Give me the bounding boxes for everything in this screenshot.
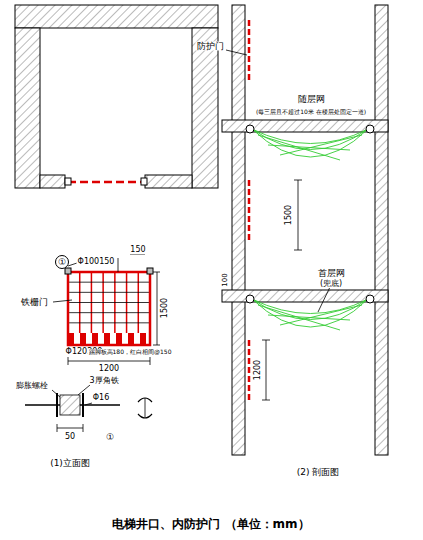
label: ① [105,433,115,442]
gate-bar [68,312,150,313]
caption: 电梯井口、内防护门 （单位：mm） [112,518,309,530]
label: Φ100150 [77,258,116,266]
iron-gate [65,268,153,345]
kickboard-stripe [116,333,122,345]
kickboard-stripe [134,333,140,345]
plan-view [15,5,218,188]
kickboard-stripe [110,333,116,345]
gate-bar [68,292,150,293]
label: Φ16 [92,394,110,402]
callout-number: ① [58,258,66,267]
dimension-label: 1500 [285,204,293,226]
plan-door [65,178,147,185]
label: 防护门 [196,42,225,51]
label: 膨胀螺栓 [15,382,49,390]
kickboard-stripe [80,333,86,345]
callout-circle: ① [55,255,69,269]
dimension-label: 100 [222,272,229,287]
gate-post [147,268,153,274]
label: (每三层且不超过10米 在楼层处固定一道) [255,109,367,115]
kickboard-stripe [104,333,110,345]
kickboard-stripe [92,333,98,345]
shaft-walls [222,5,388,455]
gate-bar [68,322,150,323]
net-anchors [246,125,374,303]
kickboard-stripe [74,333,80,345]
label: 50 [64,433,76,441]
section-lines [226,50,330,400]
dimension-label: 1500 [161,297,169,319]
dimension-label: 1200 [254,359,262,381]
label: (1)立面图 [49,459,91,468]
protective-doors [248,20,251,400]
label: (2) 剖面图 [296,468,341,477]
gate-bar [68,282,150,283]
label: 随层网 [297,95,326,104]
label: (兜底) [319,280,343,288]
gate-post [65,268,71,274]
label: 铁栅门 [20,298,49,307]
safety-nets [252,129,368,330]
kickboard-stripe [98,333,104,345]
label: 首层网 [317,269,346,278]
gate-bar [68,302,150,303]
label: 1200 [98,365,120,373]
kickboard-stripe [86,333,92,345]
label: 踢脚板高180，红白相间@150 [88,349,173,355]
bolt-detail [25,385,152,432]
kickboard-stripe [128,333,134,345]
label: 3厚角铁 [88,377,119,385]
kickboard-stripe [122,333,128,345]
gate-frame [68,272,150,345]
label: 150 [129,246,146,254]
kickboard-stripe [140,333,146,345]
